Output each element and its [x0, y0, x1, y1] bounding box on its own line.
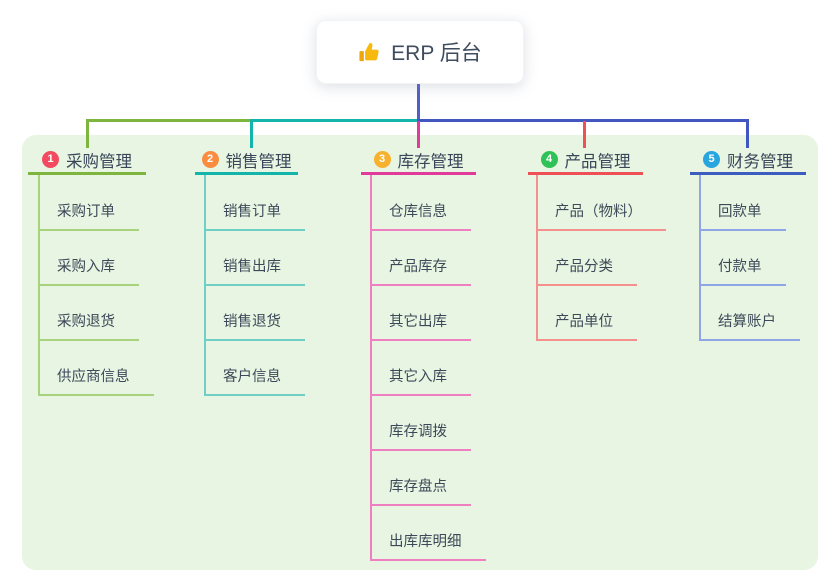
- child-node-customer-info[interactable]: 客户信息: [204, 367, 305, 396]
- root-connector-line: [417, 83, 420, 120]
- child-node-purchase-return[interactable]: 采购退货: [38, 312, 139, 341]
- connector-line: [417, 119, 749, 122]
- connector-line: [417, 121, 420, 148]
- child-node-warehouse-info[interactable]: 仓库信息: [370, 202, 471, 231]
- branch-label: 采购管理: [66, 152, 132, 171]
- branch-finance[interactable]: 5 财务管理: [690, 147, 806, 175]
- branch-child-line: [370, 175, 372, 561]
- child-node-product-material[interactable]: 产品（物料）: [536, 202, 666, 231]
- branch-number-badge: 2: [201, 151, 219, 168]
- connector-line: [250, 119, 419, 122]
- branch-label: 财务管理: [727, 152, 793, 171]
- branch-child-line: [536, 175, 538, 341]
- child-node-purchase-order[interactable]: 采购订单: [38, 202, 139, 231]
- child-node-sales-order[interactable]: 销售订单: [204, 202, 305, 231]
- connector-line: [86, 119, 252, 122]
- child-node-other-inbound[interactable]: 其它入库: [370, 367, 471, 396]
- child-node-other-outbound[interactable]: 其它出库: [370, 312, 471, 341]
- connector-line: [583, 121, 586, 148]
- branch-label: 产品管理: [564, 152, 631, 171]
- child-node-product-unit[interactable]: 产品单位: [536, 312, 637, 341]
- child-node-sales-return[interactable]: 销售退货: [204, 312, 305, 341]
- child-node-receipt-voucher[interactable]: 回款单: [699, 202, 786, 231]
- child-node-product-stock[interactable]: 产品库存: [370, 257, 471, 286]
- child-node-product-category[interactable]: 产品分类: [536, 257, 637, 286]
- branch-label: 销售管理: [225, 152, 292, 171]
- branch-number-badge: 4: [540, 151, 558, 168]
- connector-line: [746, 119, 749, 148]
- branch-sales[interactable]: 2 销售管理: [195, 147, 298, 175]
- child-node-supplier-info[interactable]: 供应商信息: [38, 367, 154, 396]
- child-node-sales-outbound[interactable]: 销售出库: [204, 257, 305, 286]
- child-node-payment-voucher[interactable]: 付款单: [699, 257, 786, 286]
- thumbs-up-icon: [358, 41, 381, 64]
- branch-number-badge: 5: [703, 151, 720, 168]
- child-node-stock-count[interactable]: 库存盘点: [370, 477, 471, 506]
- connector-line: [250, 119, 253, 148]
- branch-inventory[interactable]: 3 库存管理: [361, 147, 476, 175]
- child-node-outbound-detail[interactable]: 出库库明细: [370, 532, 486, 561]
- branch-number-badge: 1: [42, 151, 59, 168]
- branch-purchase[interactable]: 1 采购管理: [28, 147, 146, 175]
- child-node-settlement-account[interactable]: 结算账户: [699, 312, 800, 341]
- branch-child-line: [699, 175, 701, 341]
- connector-line: [86, 119, 89, 148]
- child-node-stock-transfer[interactable]: 库存调拨: [370, 422, 471, 451]
- child-node-purchase-inbound[interactable]: 采购入库: [38, 257, 139, 286]
- root-node[interactable]: ERP 后台: [316, 20, 524, 84]
- root-node-label: ERP 后台: [391, 42, 482, 65]
- branch-number-badge: 3: [373, 151, 391, 168]
- branches-background-panel: [22, 135, 818, 570]
- branch-label: 库存管理: [397, 152, 464, 171]
- branch-product[interactable]: 4 产品管理: [528, 147, 643, 175]
